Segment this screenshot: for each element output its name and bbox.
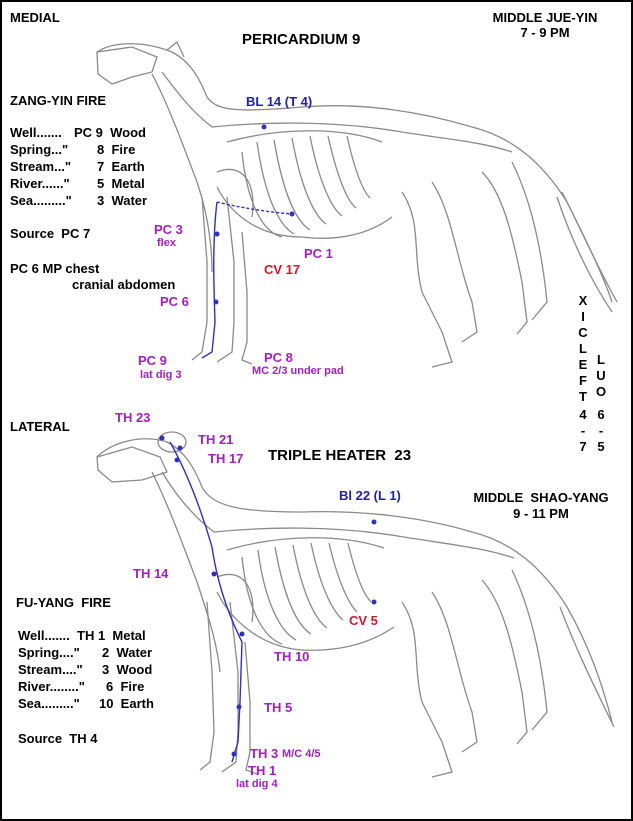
- point-label: River......": [10, 176, 70, 191]
- label-th23: TH 23: [115, 410, 151, 425]
- point-label: Sea.........": [10, 193, 72, 208]
- point-value: 3 Water: [97, 193, 148, 208]
- point-value: PC 9 Wood: [74, 125, 146, 140]
- letter: L: [579, 341, 587, 356]
- bottom-meridian-name: MIDDLE SHAO-YANG: [473, 490, 609, 505]
- label-pc9-sub: lat dig 3: [140, 369, 182, 381]
- point-label: Spring...": [10, 142, 69, 157]
- label-th3: TH 3: [250, 746, 279, 761]
- letter: X: [578, 293, 588, 308]
- luo-letters: L U O: [594, 352, 608, 400]
- luo-values: 6 - 5: [594, 407, 608, 455]
- point-value: 10 Earth: [99, 696, 154, 711]
- point-label: Stream...": [10, 159, 72, 174]
- point-value: 6 Fire: [106, 679, 145, 694]
- point-label: River........": [18, 679, 85, 694]
- top-mp-line1: PC 6 MP chest: [10, 261, 100, 276]
- point-label: Well.......: [18, 628, 70, 643]
- point-label: Spring....": [18, 645, 80, 660]
- label-th3-sub: M/C 4/5: [282, 748, 321, 760]
- label-th1: TH 1: [248, 763, 277, 778]
- bottom-view-label: LATERAL: [10, 419, 70, 434]
- label-pc9: PC 9: [138, 353, 167, 368]
- label-bl22: Bl 22 (L 1): [339, 488, 401, 503]
- top-element-heading: ZANG-YIN FIRE: [10, 93, 107, 108]
- label-th5: TH 5: [264, 700, 293, 715]
- top-view-label: MEDIAL: [10, 10, 60, 25]
- top-source: Source PC 7: [10, 226, 91, 241]
- label-bl14: BL 14 (T 4): [246, 94, 313, 109]
- letter: C: [578, 325, 588, 340]
- bottom-dog-figure: [96, 431, 615, 778]
- label-cv5: CV 5: [349, 613, 378, 628]
- value: 4: [579, 407, 587, 422]
- value: 7: [579, 439, 587, 454]
- xicleft-values: 4 - 7: [576, 407, 590, 455]
- value: -: [598, 423, 604, 438]
- point-value: TH 1 Metal: [77, 628, 146, 643]
- triple-heater-meridian-line: [169, 441, 243, 763]
- value: 5: [597, 439, 605, 454]
- label-th21: TH 21: [198, 432, 234, 447]
- letter: O: [595, 384, 607, 399]
- label-th17: TH 17: [208, 451, 244, 466]
- top-title: PERICARDIUM 9: [242, 31, 361, 48]
- bottom-meridian-time: 9 - 11 PM: [513, 506, 569, 521]
- label-th1-sub: lat dig 4: [236, 778, 278, 790]
- top-meridian-time: 7 - 9 PM: [520, 25, 570, 40]
- label-pc6: PC 6: [160, 294, 189, 309]
- bottom-element-heading: FU-YANG FIRE: [16, 595, 111, 610]
- label-pc8: PC 8: [264, 350, 293, 365]
- pericardium-meridian-line: [201, 201, 218, 359]
- point-label: Sea.........": [18, 696, 80, 711]
- top-meridian-name: MIDDLE JUE-YIN: [492, 10, 598, 25]
- point-value: 7 Earth: [97, 159, 145, 174]
- point-label: Well.......: [10, 125, 62, 140]
- label-pc1: PC 1: [304, 246, 333, 261]
- value: 6: [597, 407, 605, 422]
- letter: L: [597, 352, 605, 367]
- bottom-title: TRIPLE HEATER 23: [268, 447, 412, 464]
- top-mp-line2: cranial abdomen: [72, 277, 176, 292]
- letter: U: [596, 368, 606, 383]
- value: -: [580, 423, 586, 438]
- xicleft-letters: X I C L E F T: [576, 293, 590, 405]
- point-value: 8 Fire: [97, 142, 136, 157]
- letter: F: [579, 373, 587, 388]
- point-value: 2 Water: [102, 645, 153, 660]
- point-value: 3 Wood: [102, 662, 153, 677]
- label-pc8-sub: MC 2/3 under pad: [252, 365, 344, 377]
- point-value: 5 Metal: [97, 176, 145, 191]
- label-pc3-sub: flex: [157, 237, 176, 249]
- label-th14: TH 14: [133, 566, 169, 581]
- top-dog-figure: [96, 40, 618, 368]
- letter: T: [579, 389, 587, 404]
- point-label: Stream....": [18, 662, 83, 677]
- label-th10: TH 10: [274, 649, 310, 664]
- label-pc3: PC 3: [154, 222, 183, 237]
- letter: I: [581, 309, 585, 324]
- letter: E: [578, 357, 588, 372]
- bottom-source: Source TH 4: [18, 731, 98, 746]
- label-cv17: CV 17: [264, 262, 301, 277]
